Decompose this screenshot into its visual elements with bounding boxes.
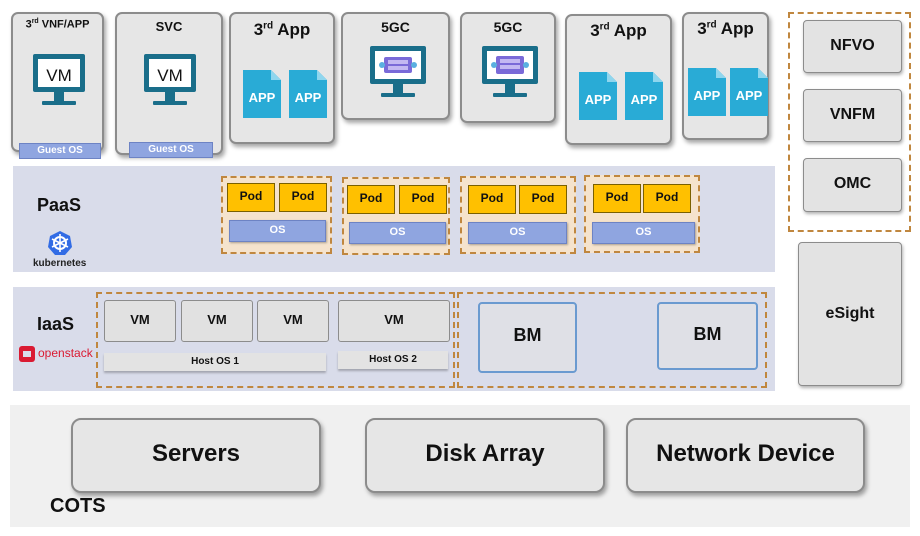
guest-os-label: Guest OS [19, 143, 101, 159]
app-icon: APP [730, 68, 768, 116]
vm-box: VM [338, 300, 450, 342]
iaas-label: IaaS [37, 314, 75, 334]
vm-label: VM [157, 66, 183, 85]
omc-box: OMC [803, 158, 902, 212]
bm-box: BM [478, 302, 577, 373]
os-bar: OS [468, 222, 567, 244]
pod-group: Pod Pod OS [221, 176, 332, 254]
5gc-monitor-icon [370, 46, 426, 97]
iaas-vm-group: VM VM VM VM Host OS 1 Host OS 2 [96, 292, 455, 388]
vm-label: VM [46, 66, 72, 85]
app-icon: APP [243, 70, 281, 118]
5gc-card: 5GC [460, 12, 556, 123]
paas-label: PaaS [37, 195, 82, 215]
kubernetes-logo-text: kubernetes [33, 258, 87, 269]
pod-box: Pod [643, 184, 691, 213]
third-app-card: 3rd App APP APP [682, 12, 769, 140]
pod-box: Pod [399, 185, 447, 214]
servers-box: Servers [71, 418, 321, 493]
third-app-card: 3rd App APP APP [229, 12, 335, 144]
card-title: SVC [155, 19, 183, 34]
pod-group: Pod Pod OS [342, 177, 450, 255]
kubernetes-logo-icon [48, 231, 72, 255]
cots-label: COTS [50, 495, 106, 517]
app-icon: APP [688, 68, 726, 116]
vm-box: VM [181, 300, 253, 342]
pod-box: Pod [468, 185, 516, 214]
network-device-box: Network Device [626, 418, 865, 493]
pod-group: Pod Pod OS [584, 175, 700, 253]
card-title: 3rd VNF/APP [25, 18, 90, 31]
bm-box: BM [657, 302, 758, 370]
os-bar: OS [229, 220, 326, 242]
card-title: 5GC [493, 19, 523, 35]
esight-box: eSight [798, 242, 902, 386]
openstack-logo-icon [19, 346, 35, 362]
5gc-monitor-icon [482, 46, 538, 97]
pod-group: Pod Pod OS [460, 176, 576, 254]
third-app-card: 3rd App APP APP [565, 14, 672, 145]
host-os-bar: Host OS 2 [338, 351, 448, 369]
esight-label: eSight [825, 305, 875, 322]
app-icon: APP [289, 70, 327, 118]
guest-os-label: Guest OS [129, 142, 213, 158]
card-title: 3rd App [590, 21, 647, 40]
pod-box: Pod [347, 185, 395, 214]
os-bar: OS [592, 222, 695, 244]
vm-box: VM [257, 300, 329, 342]
os-bar: OS [349, 222, 446, 244]
vnfm-box: VNFM [803, 89, 902, 142]
pod-box: Pod [227, 183, 275, 212]
card-title: 3rd App [253, 20, 311, 39]
management-group [788, 12, 911, 232]
pod-box: Pod [279, 183, 327, 212]
nfvo-box: NFVO [803, 20, 902, 73]
iaas-bm-group: BM BM [457, 292, 767, 388]
disk-array-box: Disk Array [365, 418, 605, 493]
pod-box: Pod [593, 184, 641, 213]
pod-box: Pod [519, 185, 567, 214]
app-icon: APP [625, 72, 663, 120]
host-os-bar: Host OS 1 [104, 353, 326, 371]
card-title: 3rd App [697, 19, 754, 38]
vm-box: VM [104, 300, 176, 342]
card-title: 5GC [381, 19, 410, 35]
vm-monitor-icon [33, 54, 85, 105]
app-icon: APP [579, 72, 617, 120]
svc-card: SVC VM Guest OS [115, 12, 223, 158]
openstack-logo-text: openstack [38, 346, 93, 360]
vnf-app-card: 3rd VNF/APP VM Guest OS [11, 12, 104, 159]
vm-monitor-icon [144, 54, 196, 105]
5gc-card: 5GC [341, 12, 450, 120]
